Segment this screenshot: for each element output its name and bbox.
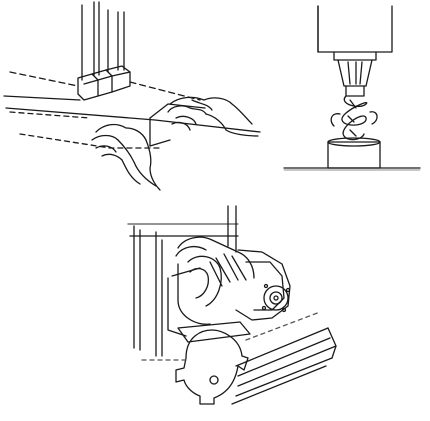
hands-board-icon	[3, 1, 261, 191]
drill-bit-icon	[283, 5, 421, 171]
router-machine-icon	[127, 205, 337, 405]
